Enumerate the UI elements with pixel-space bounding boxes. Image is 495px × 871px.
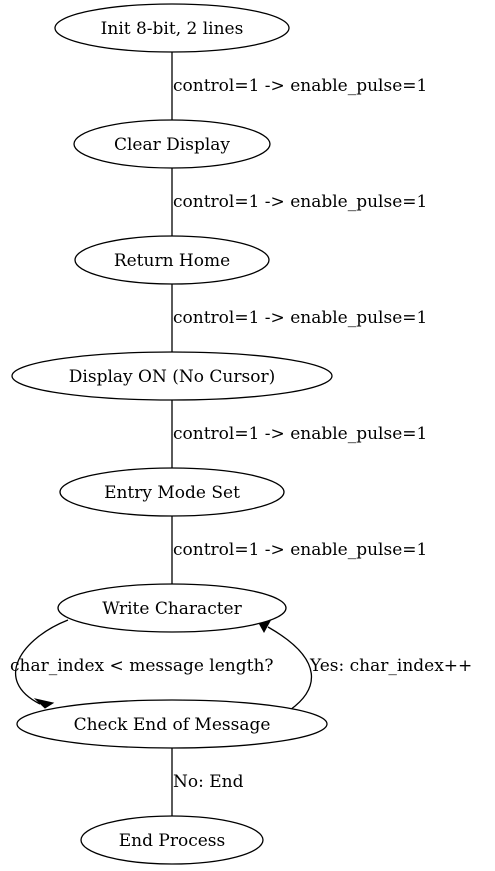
node-end-process: End Process bbox=[80, 815, 264, 865]
edge-label-write-char-to-check-end: char_index < message length? bbox=[10, 656, 274, 676]
node-entry-mode-set: Entry Mode Set bbox=[59, 467, 285, 517]
edge-label-display-on-to-entry-mode: control=1 -> enable_pulse=1 bbox=[173, 424, 427, 444]
node-check-end: Check End of Message bbox=[16, 699, 328, 749]
node-init: Init 8-bit, 2 lines bbox=[54, 3, 290, 53]
edge-label-check-end-to-write-char: Yes: char_index++ bbox=[309, 656, 472, 676]
edge-write-char-to-check-end: char_index < message length? bbox=[10, 619, 274, 709]
edge-label-home-to-display-on: control=1 -> enable_pulse=1 bbox=[173, 308, 427, 328]
node-label-check-end: Check End of Message bbox=[74, 715, 271, 735]
node-label-return-home: Return Home bbox=[114, 251, 230, 271]
edge-entry-mode-to-write-char: control=1 -> enable_pulse=1 bbox=[165, 516, 427, 598]
node-display-on: Display ON (No Cursor) bbox=[11, 351, 333, 401]
node-label-entry-mode-set: Entry Mode Set bbox=[104, 483, 240, 503]
node-write-character: Write Character bbox=[57, 583, 287, 633]
edge-label-check-end-to-end: No: End bbox=[173, 772, 244, 792]
node-label-end-process: End Process bbox=[119, 831, 225, 851]
node-label-write-character: Write Character bbox=[102, 599, 242, 619]
edge-label-clear-to-home: control=1 -> enable_pulse=1 bbox=[173, 192, 427, 212]
node-clear-display: Clear Display bbox=[73, 119, 271, 169]
edge-init-to-clear: control=1 -> enable_pulse=1 bbox=[165, 52, 427, 134]
node-label-init: Init 8-bit, 2 lines bbox=[101, 19, 244, 39]
node-label-display-on: Display ON (No Cursor) bbox=[69, 367, 275, 387]
edge-clear-to-home: control=1 -> enable_pulse=1 bbox=[165, 168, 427, 250]
edge-display-on-to-entry-mode: control=1 -> enable_pulse=1 bbox=[165, 400, 427, 482]
edge-label-init-to-clear: control=1 -> enable_pulse=1 bbox=[173, 76, 427, 96]
edge-label-entry-mode-to-write-char: control=1 -> enable_pulse=1 bbox=[173, 540, 427, 560]
node-return-home: Return Home bbox=[74, 235, 270, 285]
node-label-clear-display: Clear Display bbox=[114, 135, 230, 155]
edge-check-end-to-write-char: Yes: char_index++ bbox=[258, 620, 472, 711]
